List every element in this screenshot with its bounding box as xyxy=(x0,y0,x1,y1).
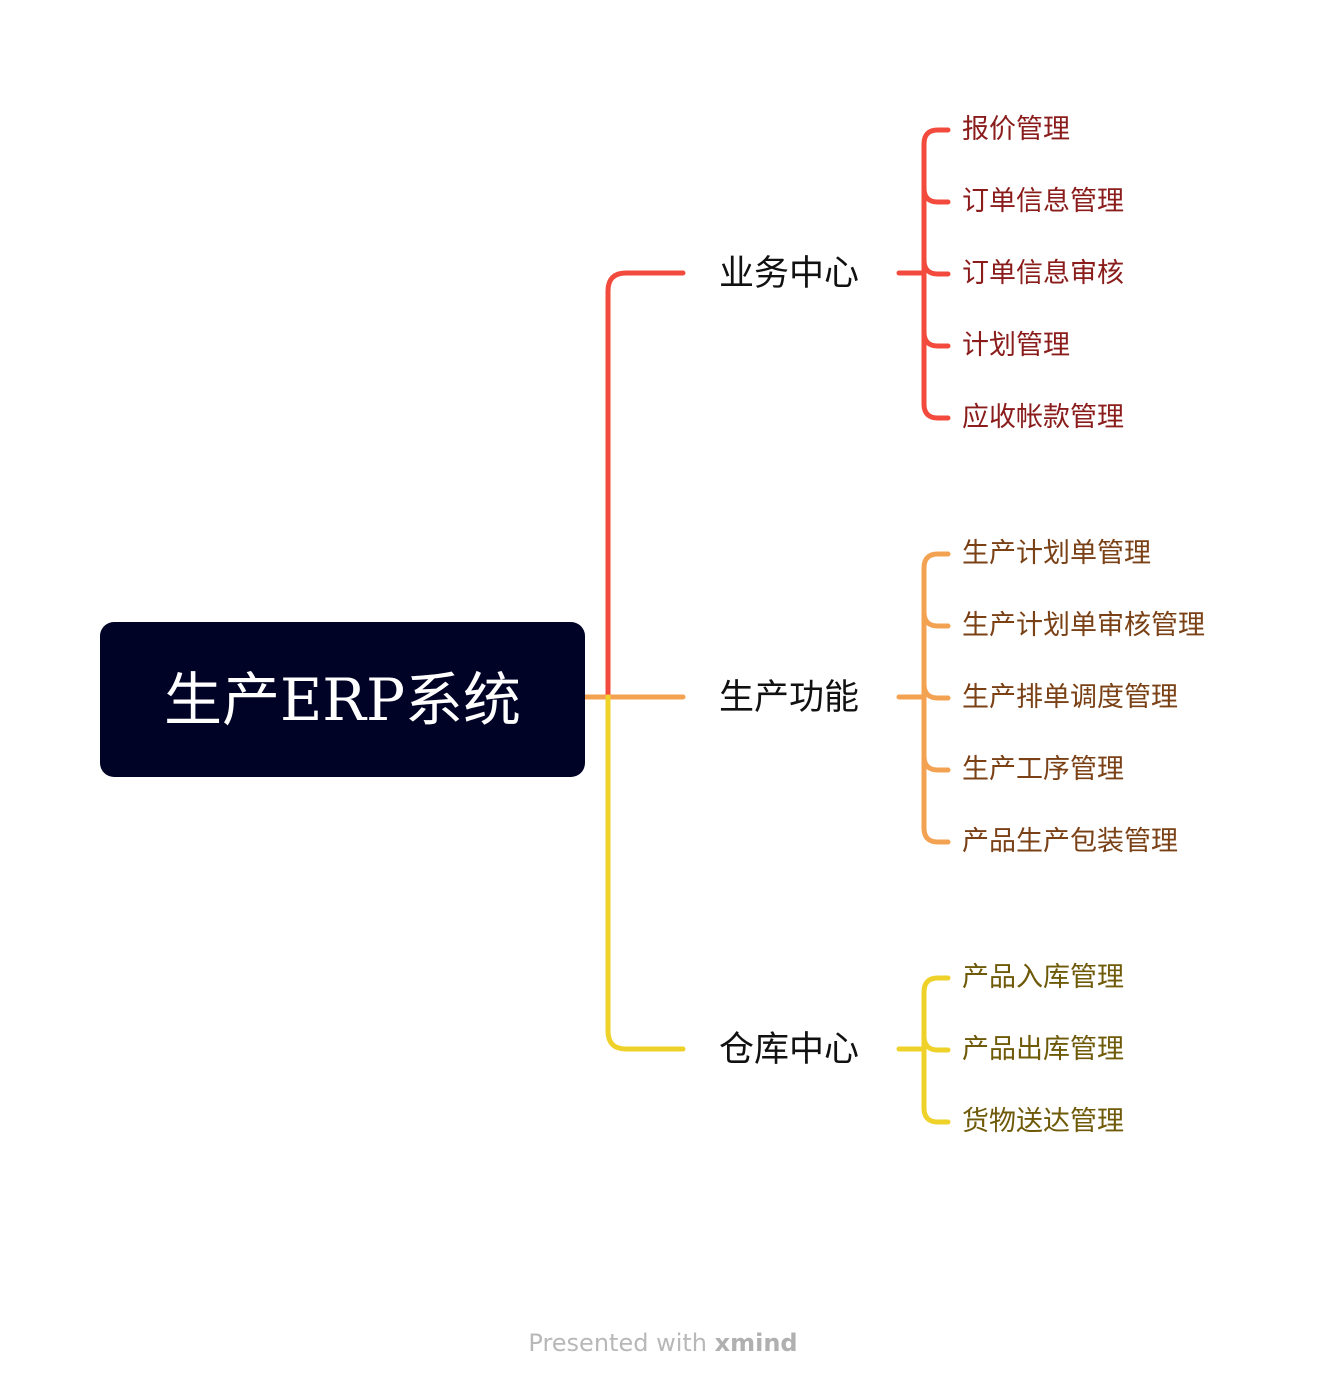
root-topic-label: 生产ERP系统 xyxy=(163,665,522,734)
connector-leaf-tick xyxy=(921,681,951,701)
connector-leaf-tick xyxy=(921,609,951,629)
connector-leaf-tick xyxy=(921,329,951,349)
leaf-topic[interactable]: 产品生产包装管理 xyxy=(962,826,1178,857)
connector-leaf-tick xyxy=(921,185,951,205)
leaf-topic[interactable]: 产品入库管理 xyxy=(962,962,1124,993)
leaf-topic[interactable]: 生产计划单管理 xyxy=(962,538,1151,569)
connector-bracket xyxy=(921,975,951,1125)
branch-topic-production[interactable]: 生产功能 xyxy=(718,678,859,718)
connector-bracket xyxy=(921,127,951,421)
branch-topic-warehouse[interactable]: 仓库中心 xyxy=(718,1030,859,1070)
leaf-topic[interactable]: 生产计划单审核管理 xyxy=(962,610,1205,641)
leaf-topic[interactable]: 应收帐款管理 xyxy=(962,402,1124,433)
leaf-topic[interactable]: 货物送达管理 xyxy=(962,1106,1124,1137)
connector-leaf-tick xyxy=(921,1033,951,1053)
leaf-topic[interactable]: 订单信息审核 xyxy=(962,258,1124,289)
leaf-topic[interactable]: 报价管理 xyxy=(962,114,1070,145)
footer-credit: Presented with xmind xyxy=(0,1328,1326,1358)
connector-leaf-tick xyxy=(921,753,951,773)
branch-topic-business[interactable]: 业务中心 xyxy=(718,254,859,294)
leaf-topic[interactable]: 产品出库管理 xyxy=(962,1034,1124,1065)
leaf-topic[interactable]: 生产工序管理 xyxy=(962,754,1124,785)
leaf-topic[interactable]: 订单信息管理 xyxy=(962,186,1124,217)
connector-leaf-tick xyxy=(921,257,951,277)
root-topic[interactable]: 生产ERP系统 xyxy=(100,622,585,777)
xmind-logo-text: xmind xyxy=(714,1329,798,1357)
connector-root-to-warehouse xyxy=(605,694,686,1052)
leaf-topic[interactable]: 计划管理 xyxy=(962,330,1070,361)
connector-root-to-business xyxy=(605,270,686,700)
leaf-topic[interactable]: 生产排单调度管理 xyxy=(962,682,1178,713)
footer-prefix: Presented with xyxy=(528,1329,715,1357)
connector-bracket xyxy=(921,551,951,845)
